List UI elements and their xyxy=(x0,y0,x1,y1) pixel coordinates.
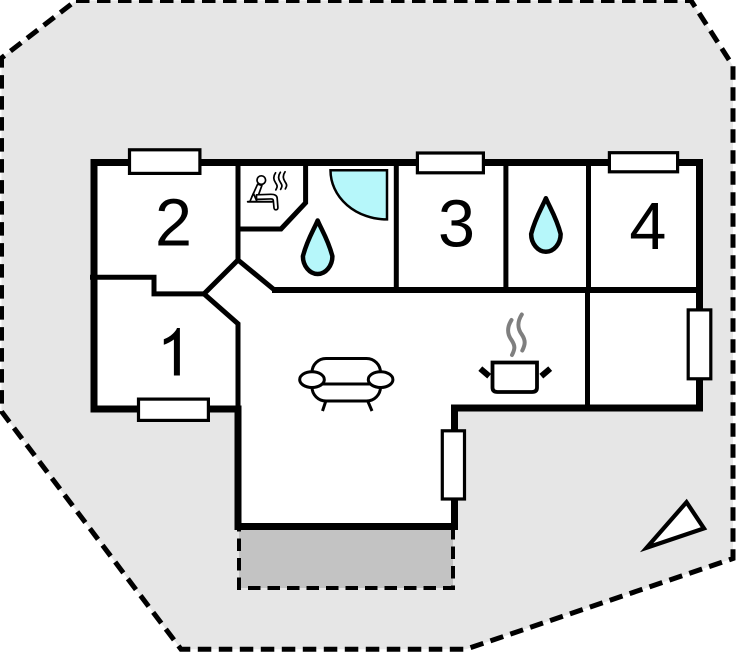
svg-text:4: 4 xyxy=(629,190,666,264)
svg-text:3: 3 xyxy=(438,187,475,261)
svg-text:2: 2 xyxy=(155,187,192,261)
